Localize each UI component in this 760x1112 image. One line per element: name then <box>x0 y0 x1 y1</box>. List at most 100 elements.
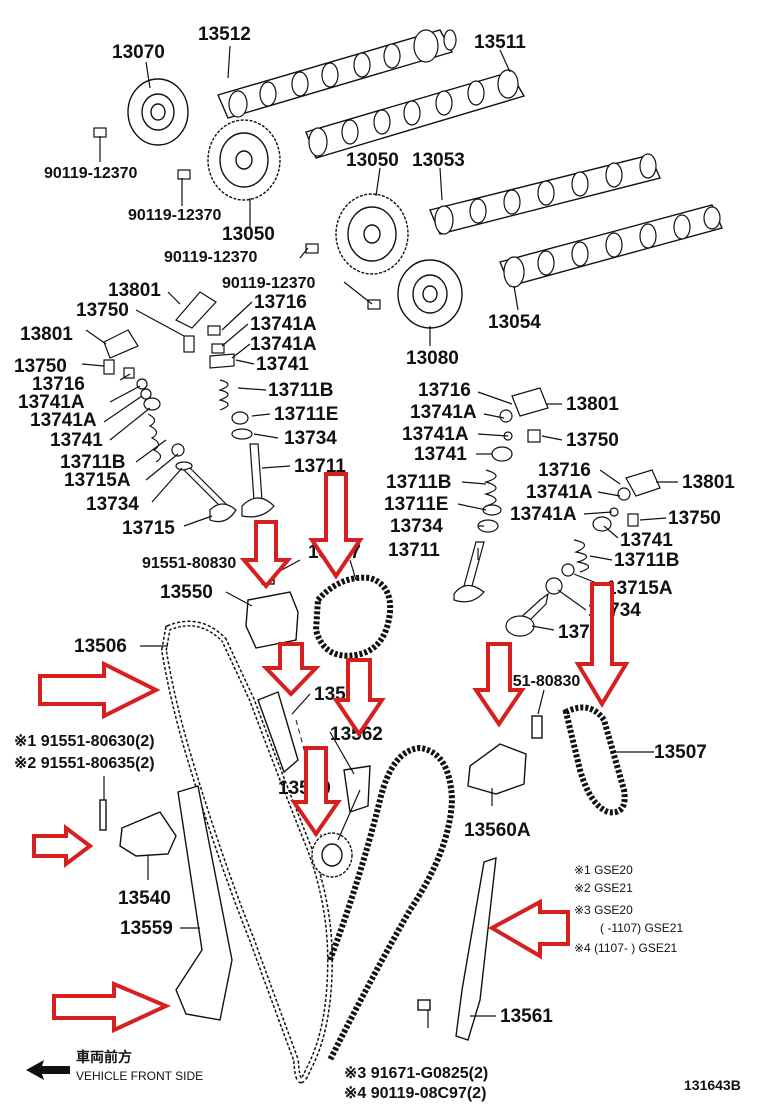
label-13715A-a: 13715A <box>64 470 131 491</box>
label-13741A-b: 13741A <box>250 334 317 355</box>
label-13511: 13511 <box>474 32 526 53</box>
label-90119-b: 90119-12370 <box>128 207 222 224</box>
label-13801-a: 13801 <box>108 280 161 301</box>
arrow-right-13540 <box>32 824 94 868</box>
legend-4: ※4 (1107- ) GSE21 <box>574 941 678 955</box>
arrow-down-13507-a <box>308 472 364 580</box>
label-13801-d: 13801 <box>682 472 735 493</box>
label-13750-b: 13750 <box>14 356 67 377</box>
bolts-90119 <box>93 127 381 310</box>
cam-gear-13050-upper <box>207 119 281 201</box>
cam-gear-13070 <box>127 78 189 146</box>
label-note3: ※3 91671-G0825(2) <box>344 1065 488 1082</box>
label-13750-d: 13750 <box>668 508 721 529</box>
front-label-jp: 車両前方 <box>76 1049 132 1065</box>
label-13741-b: 13741 <box>50 430 103 451</box>
label-91551-a: 91551-80830 <box>142 555 236 572</box>
label-13050-a: 13050 <box>346 150 399 171</box>
label-13741A-a: 13741A <box>250 314 317 335</box>
valvetrain-right <box>453 387 661 637</box>
label-13711-b: 13711 <box>388 540 440 561</box>
label-90119-c: 90119-12370 <box>164 249 258 266</box>
highlight-arrows <box>32 472 630 1034</box>
arrow-down-13507-b <box>574 582 630 708</box>
label-13559: 13559 <box>120 918 173 939</box>
arrow-down-13562-b <box>332 658 386 738</box>
label-13711E-a: 13711E <box>274 404 338 425</box>
chain-guide-13559 <box>175 785 233 1021</box>
chain-guide-13561 <box>417 856 497 1041</box>
label-13070: 13070 <box>112 42 165 63</box>
chain-guide-13562-a <box>257 691 299 774</box>
label-13711B-a: 13711B <box>60 452 126 473</box>
arrow-down-13562-a <box>261 642 321 697</box>
legend-3: ※3 GSE20 <box>574 903 633 917</box>
label-13711E-b: 13711E <box>384 494 448 515</box>
label-90119-d: 90119-12370 <box>222 275 316 292</box>
label-13734-b: 13734 <box>284 428 337 449</box>
label-13741-a: 13741 <box>256 354 309 375</box>
arrow-down-91551-b <box>472 642 526 728</box>
label-13716-c: 13716 <box>418 380 471 401</box>
vehicle-front-arrow-icon <box>26 1060 70 1080</box>
arrow-down-13530 <box>290 746 342 838</box>
label-13561: 13561 <box>500 1006 553 1027</box>
label-13716-b: 13716 <box>32 374 85 395</box>
label-13750-c: 13750 <box>566 430 619 451</box>
label-13711-a: 13711 <box>294 456 346 477</box>
front-label-en: VEHICLE FRONT SIDE <box>76 1069 203 1083</box>
camshaft-13053 <box>429 153 661 235</box>
label-13750-a: 13750 <box>76 300 129 321</box>
legend-1: ※1 GSE20 <box>574 863 633 877</box>
label-13801-c: 13801 <box>566 394 619 415</box>
label-13512: 13512 <box>198 24 251 45</box>
timing-chain-13507-a <box>312 574 394 659</box>
label-13711B-d: 13711B <box>614 550 680 571</box>
label-13054: 13054 <box>488 312 541 333</box>
valvetrain-left <box>103 329 237 523</box>
label-13741A-f: 13741A <box>402 424 469 445</box>
label-13711B-b: 13711B <box>268 380 334 401</box>
label-13715A-b: 13715A <box>606 578 673 599</box>
part-labels: 13512 13511 13070 90119-12370 90119-1237… <box>14 24 741 1102</box>
label-note1: ※1 91551-80630(2) <box>14 733 155 750</box>
leader-lines <box>81 45 678 1028</box>
label-13741-c: 13741 <box>414 444 467 465</box>
label-13741A-h: 13741A <box>510 504 577 525</box>
label-note2: ※2 91551-80635(2) <box>14 755 155 772</box>
label-13716-a: 13716 <box>254 292 307 313</box>
sprocket-13530 <box>311 832 353 878</box>
diagram-id: 131643B <box>684 1077 741 1093</box>
label-13507-b: 13507 <box>654 742 707 763</box>
label-13741A-d: 13741A <box>30 410 97 431</box>
arrow-left-13561 <box>487 898 570 960</box>
label-13540: 13540 <box>118 888 171 909</box>
tensioner-13540 <box>99 799 177 857</box>
label-13716-d: 13716 <box>538 460 591 481</box>
label-13080: 13080 <box>406 348 459 369</box>
camshaft-13054 <box>499 204 723 288</box>
label-13506: 13506 <box>74 636 127 657</box>
camshaft-13511 <box>305 69 526 159</box>
label-13560A: 13560A <box>464 820 531 841</box>
label-13562-b: 13562 <box>330 724 383 745</box>
arrow-right-13559 <box>52 980 171 1034</box>
label-13734-a: 13734 <box>86 494 139 515</box>
valvetrain-center <box>175 291 275 518</box>
cam-gear-13080 <box>397 259 463 329</box>
legend-3b: ( -1107) GSE21 <box>600 921 683 935</box>
label-13801-b: 13801 <box>20 324 73 345</box>
cam-gear-13050-lower <box>335 193 409 275</box>
label-13711B-c: 13711B <box>386 472 452 493</box>
label-13741A-e: 13741A <box>410 402 477 423</box>
label-13053: 13053 <box>412 150 465 171</box>
label-13050-b: 13050 <box>222 224 275 245</box>
label-13734-c: 13734 <box>390 516 443 537</box>
camshaft-13512 <box>217 29 457 119</box>
arrow-right-13506 <box>38 660 161 720</box>
label-13741A-c: 13741A <box>18 392 85 413</box>
chain-guide-13562-b <box>343 765 371 813</box>
tensioner-13560A <box>467 715 543 795</box>
timing-chain-13507-b <box>562 704 628 816</box>
